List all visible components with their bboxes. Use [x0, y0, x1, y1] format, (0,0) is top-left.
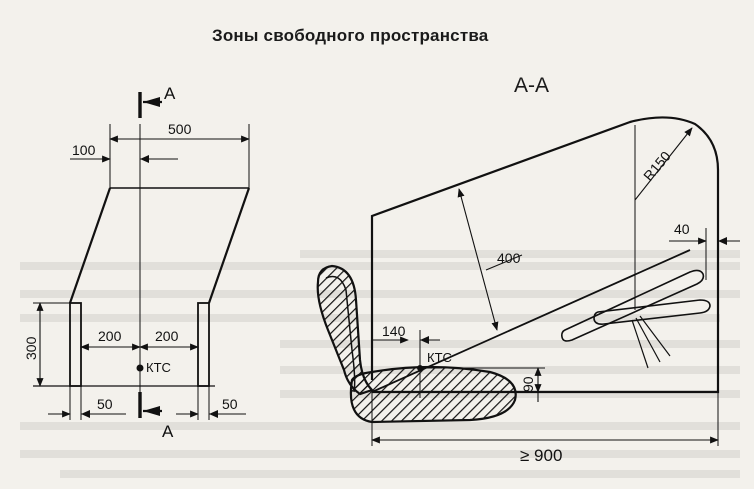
dim-gap: 40 [674, 221, 690, 237]
dim-vertical: 90 [520, 376, 536, 392]
ktc-label-side: КТС [427, 350, 452, 365]
dim-right-post: 50 [222, 396, 238, 412]
front-left-slant [68, 187, 112, 304]
dim-left-half: 200 [98, 328, 122, 344]
dim-clearance: 400 [497, 250, 521, 266]
dim-right-half: 200 [155, 328, 179, 344]
ktc-point-front [136, 364, 144, 372]
dim-left-post: 50 [97, 396, 113, 412]
dim-line-400 [457, 188, 499, 331]
ktc-label-front: КТС [146, 360, 171, 375]
steering-wheel [561, 269, 711, 369]
diagram-title: Зоны свободного пространства [212, 26, 489, 45]
dim-horizontal: 140 [382, 323, 406, 339]
cut-label-top: А [164, 84, 176, 103]
side-view [316, 116, 740, 446]
free-space-zone-outline [370, 116, 720, 394]
ktc-point-side [417, 365, 423, 371]
cut-label-bottom: А [162, 422, 174, 441]
section-label: А-А [514, 74, 550, 97]
dim-top-width: 500 [168, 121, 192, 137]
front-view [33, 92, 251, 420]
dim-height: 300 [23, 336, 39, 360]
dim-offset: 100 [72, 142, 96, 158]
bleed-through-text [20, 250, 740, 478]
dim-line-r150 [634, 127, 693, 201]
seat-cushion [349, 365, 517, 424]
dim-length: ≥ 900 [520, 446, 562, 465]
dim-radius: R150 [640, 148, 674, 184]
front-right-slant [207, 187, 251, 304]
